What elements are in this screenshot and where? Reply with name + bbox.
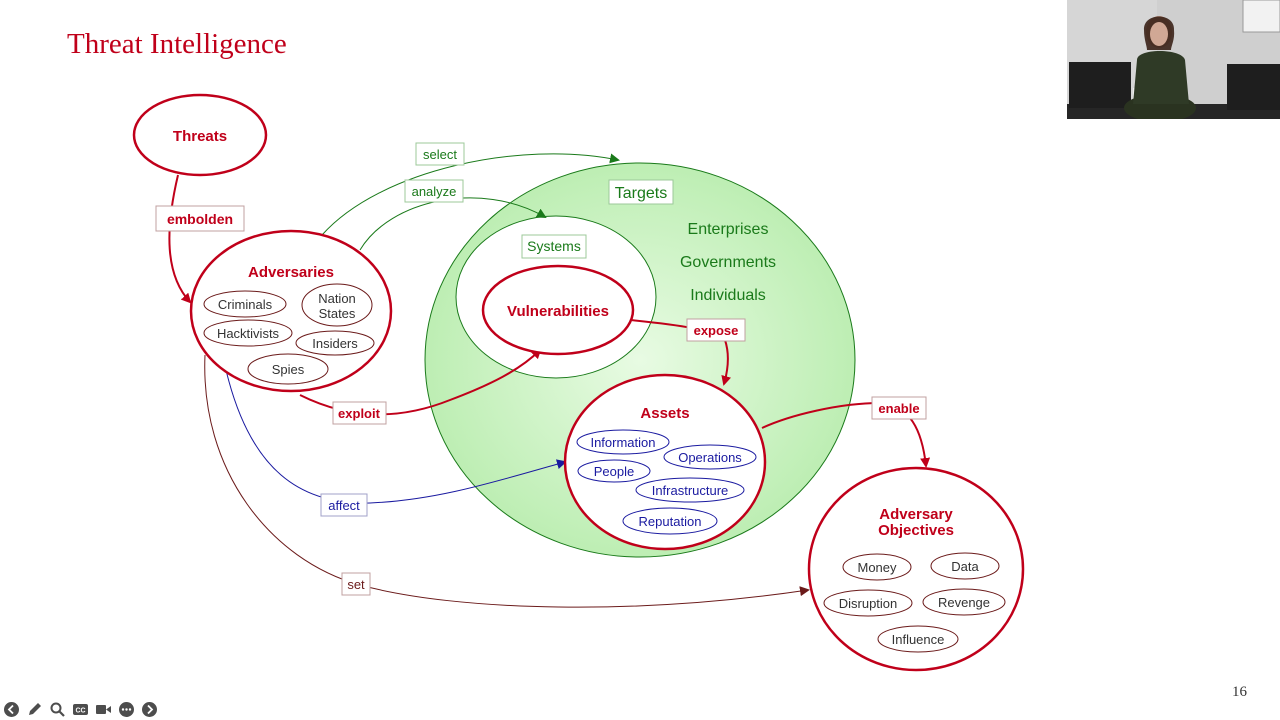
objective-disruption: Disruption [839,596,898,611]
label-select: select [415,142,465,166]
objective-revenge: Revenge [938,595,990,610]
objective-influence: Influence [892,632,945,647]
set-arrow [204,354,810,608]
target-type-enterprises: Enterprises [688,221,769,238]
video-icon[interactable] [94,700,113,719]
objectives-label-line1: Adversary [879,506,953,523]
svg-text:set: set [347,577,365,592]
svg-text:select: select [423,147,457,162]
zoom-icon[interactable] [48,700,67,719]
vulnerabilities-label: Vulnerabilities [507,303,609,320]
vulnerabilities-node: Vulnerabilities [481,264,635,356]
pen-icon[interactable] [25,700,44,719]
adversaries-label: Adversaries [248,264,334,281]
assets-label: Assets [640,405,689,422]
adversary-nation: Nation [318,291,356,306]
slide-title: Threat Intelligence [67,28,287,60]
adversary-states: States [319,306,356,321]
label-expose: expose [686,318,746,342]
objectives-node: Adversary Objectives Money Data Disrupti… [807,466,1025,672]
captions-icon[interactable]: CC [71,700,90,719]
svg-text:CC: CC [75,708,85,715]
label-analyze: analyze [404,179,464,203]
label-embolden: embolden [155,205,245,232]
svg-text:expose: expose [694,323,739,338]
label-exploit: exploit [332,401,387,425]
threats-node: Threats [132,93,268,177]
systems-label: Systems [527,238,581,254]
label-affect: affect [320,493,368,517]
asset-reputation: Reputation [639,514,702,529]
asset-people: People [594,464,634,479]
adversaries-node: Adversaries Criminals Nation States Hack… [189,229,393,393]
adversary-insiders: Insiders [312,336,358,351]
asset-infrastructure: Infrastructure [652,483,729,498]
presenter-webcam [1067,0,1280,119]
adversary-hacktivists: Hacktivists [217,326,280,341]
svg-text:affect: affect [328,498,360,513]
objective-money: Money [857,560,897,575]
adversary-criminals: Criminals [218,297,273,312]
embolden-arrow [168,174,192,304]
target-type-governments: Governments [680,254,776,271]
targets-label: Targets [615,185,667,202]
svg-text:enable: enable [878,401,919,416]
asset-information: Information [590,435,655,450]
assets-node: Assets Information Operations People Inf… [563,373,767,551]
label-set: set [341,572,371,596]
more-icon[interactable] [117,700,136,719]
svg-text:analyze: analyze [412,184,457,199]
forward-icon[interactable] [140,700,159,719]
page-number: 16 [1232,684,1247,700]
objective-data: Data [951,559,979,574]
threats-label: Threats [173,128,227,145]
target-type-individuals: Individuals [690,287,766,304]
label-enable: enable [871,396,927,420]
svg-text:embolden: embolden [167,211,233,227]
presentation-toolbar: CC [2,700,159,719]
svg-text:exploit: exploit [338,406,381,421]
affect-arrow [225,369,567,504]
adversary-spies: Spies [272,362,305,377]
select-arrow [321,153,620,236]
back-icon[interactable] [2,700,21,719]
objectives-label-line2: Objectives [878,522,954,539]
asset-operations: Operations [678,450,742,465]
